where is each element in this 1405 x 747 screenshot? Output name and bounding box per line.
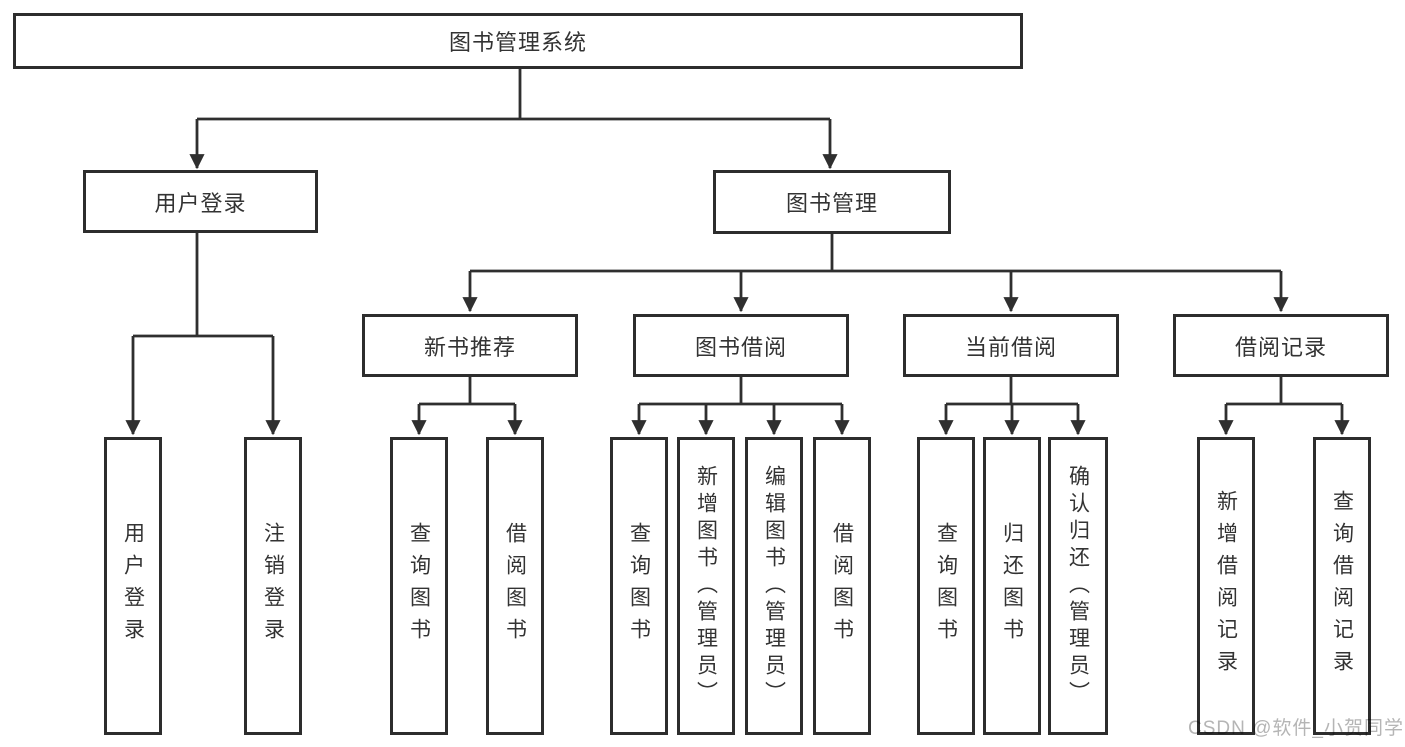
leaf-confirm-return-admin-label: 确认归还（管理员）	[1066, 464, 1090, 708]
leaf-confirm-return-admin: 确认归还（管理员）	[1048, 437, 1108, 735]
leaf-logout: 注销登录	[244, 437, 302, 735]
leaf-add-borrow-record-label: 新增借阅记录	[1214, 490, 1238, 682]
leaf-query-books-current-label: 查询图书	[934, 522, 958, 650]
node-current-borrowing-label: 当前借阅	[964, 334, 1057, 360]
node-borrowing-records-label: 借阅记录	[1234, 334, 1327, 360]
leaf-user-login: 用户登录	[104, 437, 162, 735]
node-current-borrowing: 当前借阅	[903, 314, 1119, 377]
leaf-return-books-label: 归还图书	[1000, 522, 1024, 650]
node-user-login-label: 用户登录	[154, 190, 247, 216]
leaf-query-borrow-record-label: 查询借阅记录	[1330, 490, 1354, 682]
node-book-borrowing-label: 图书借阅	[694, 334, 787, 360]
leaf-query-books-current: 查询图书	[917, 437, 975, 735]
connector-trunks	[133, 69, 1342, 406]
leaf-borrow-books: 借阅图书	[813, 437, 871, 735]
leaf-query-books-recommend-label: 查询图书	[407, 522, 431, 650]
connector-arrows	[125, 119, 1350, 436]
leaf-query-books-borrowing-label: 查询图书	[627, 522, 651, 650]
leaf-add-borrow-record: 新增借阅记录	[1197, 437, 1255, 735]
leaf-query-books-recommend: 查询图书	[390, 437, 448, 735]
leaf-query-books-borrowing: 查询图书	[610, 437, 668, 735]
node-book-management-label: 图书管理	[785, 191, 878, 216]
leaf-borrow-books-recommend: 借阅图书	[486, 437, 544, 735]
node-new-book-recommendation: 新书推荐	[362, 314, 578, 377]
leaf-user-login-label: 用户登录	[121, 522, 145, 650]
leaf-edit-book-admin: 编辑图书（管理员）	[745, 437, 803, 735]
csdn-watermark: CSDN @软件_小贺同学	[1188, 718, 1404, 739]
leaf-borrow-books-recommend-label: 借阅图书	[503, 522, 527, 650]
node-new-book-recommendation-label: 新书推荐	[423, 334, 516, 360]
leaf-add-book-admin: 新增图书（管理员）	[677, 437, 735, 735]
node-borrowing-records: 借阅记录	[1173, 314, 1389, 377]
leaf-logout-label: 注销登录	[261, 522, 285, 650]
leaf-borrow-books-label: 借阅图书	[830, 522, 854, 650]
node-user-login: 用户登录	[83, 170, 318, 233]
leaf-edit-book-admin-label: 编辑图书（管理员）	[762, 464, 786, 708]
node-library-system: 图书管理系统	[13, 13, 1023, 69]
leaf-add-book-admin-label: 新增图书（管理员）	[694, 464, 718, 708]
node-book-borrowing: 图书借阅	[633, 314, 849, 377]
leaf-query-borrow-record: 查询借阅记录	[1313, 437, 1371, 735]
leaf-return-books: 归还图书	[983, 437, 1041, 735]
node-library-system-label: 图书管理系统	[448, 30, 587, 55]
node-book-management: 图书管理	[713, 170, 951, 234]
